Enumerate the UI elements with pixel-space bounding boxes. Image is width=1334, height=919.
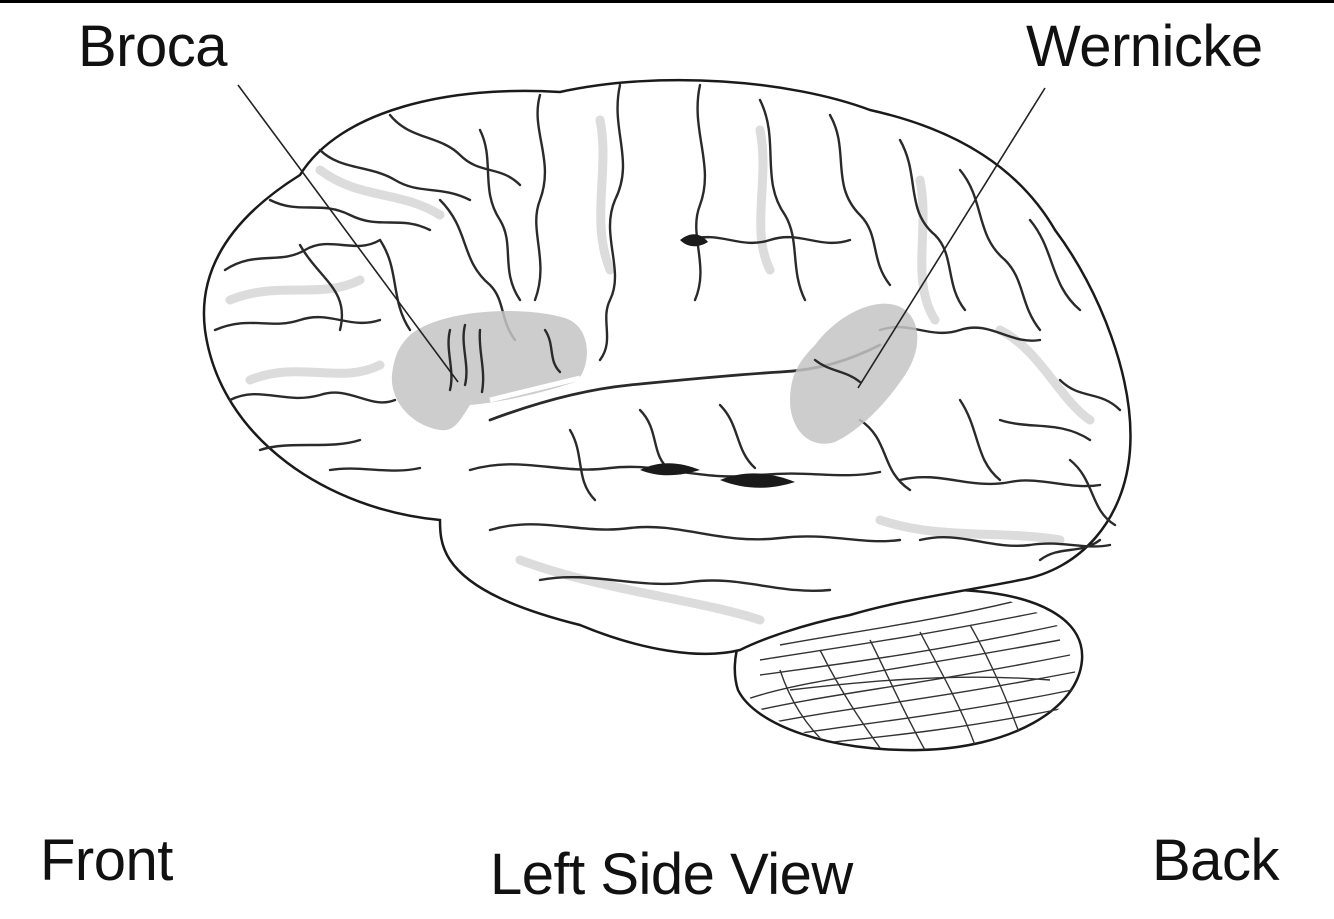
broca-leader-line: [237, 84, 459, 383]
broca-label: Broca: [78, 14, 228, 79]
top-border-rule: [0, 0, 1334, 3]
cerebrum: [202, 78, 1132, 656]
broca-area: [391, 311, 587, 431]
view-caption: Left Side View: [490, 842, 853, 907]
wernicke-area: [790, 303, 918, 444]
cerebellum: [733, 587, 1084, 752]
front-label: Front: [40, 828, 173, 893]
wernicke-label: Wernicke: [1026, 14, 1263, 79]
wernicke-leader-line: [857, 87, 1046, 389]
back-label: Back: [1152, 828, 1279, 893]
